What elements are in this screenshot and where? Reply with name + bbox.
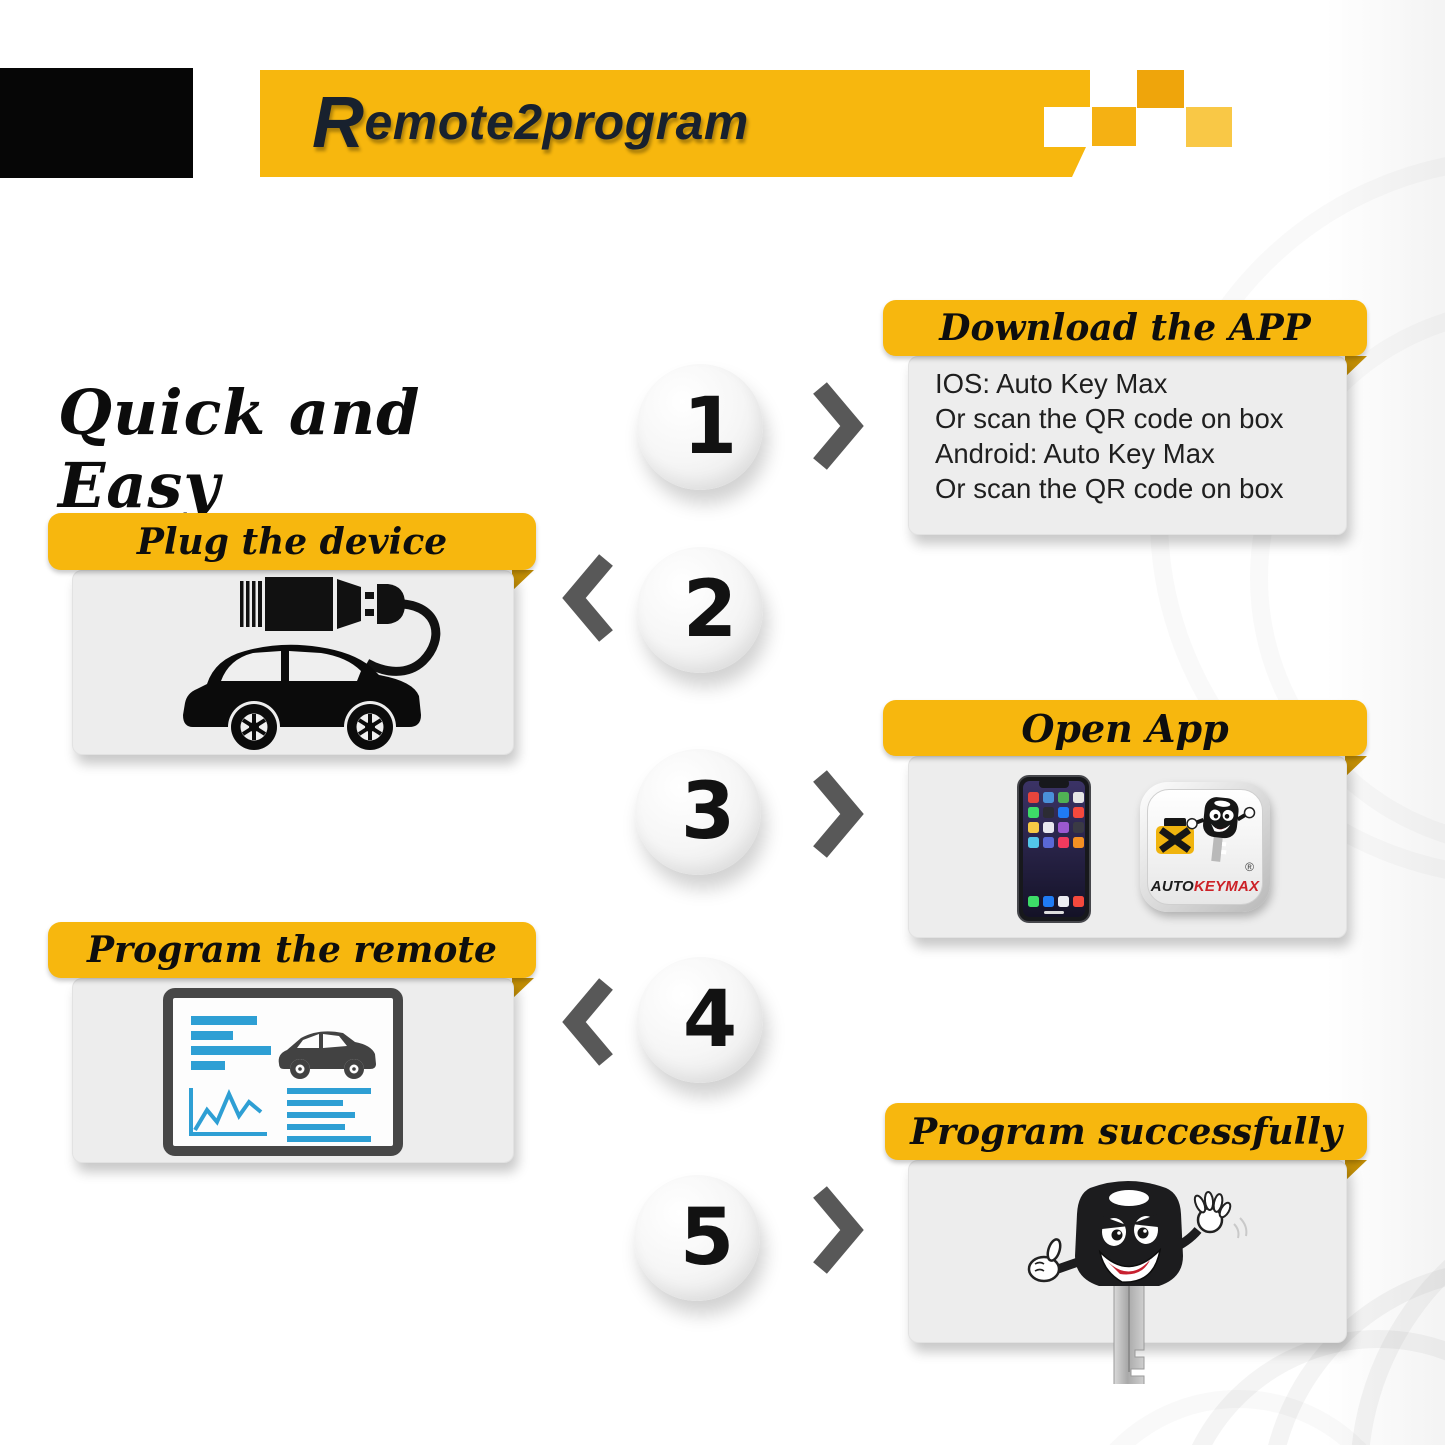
download-app-panel bbox=[908, 356, 1347, 535]
step-number: 1 bbox=[682, 382, 738, 472]
step-number: 2 bbox=[682, 565, 738, 655]
logo-text: emote2program bbox=[364, 94, 749, 150]
decor-square bbox=[1092, 107, 1136, 146]
instruction-line: Or scan the QR code on box bbox=[935, 473, 1284, 504]
text-lines bbox=[287, 1088, 371, 1142]
brand-auto: AUTO bbox=[1150, 878, 1194, 895]
header-black-bar bbox=[0, 68, 193, 178]
ribbon-fold bbox=[512, 978, 534, 999]
logo-initial: R bbox=[312, 83, 365, 163]
chevron-left-icon bbox=[562, 554, 613, 642]
program-success-ribbon: Program successfully bbox=[885, 1103, 1367, 1160]
chevron-left-icon bbox=[562, 978, 613, 1066]
diagnostic-screen-illustration bbox=[163, 988, 403, 1156]
decor-square bbox=[1186, 107, 1232, 147]
thumbs-up-glove bbox=[1027, 1238, 1062, 1283]
car-with-obd-plug-illustration bbox=[183, 577, 441, 750]
open-app-ribbon: Open App bbox=[883, 700, 1367, 756]
download-app-ribbon: Download the APP bbox=[883, 300, 1367, 356]
text-bars bbox=[191, 1016, 271, 1070]
chevron-right-icon bbox=[813, 1186, 864, 1274]
instruction-line: Android: Auto Key Max bbox=[935, 438, 1215, 469]
chevron-right-icon bbox=[813, 770, 864, 858]
app-grid bbox=[1028, 792, 1084, 848]
download-instructions: IOS: Auto Key Max Or scan the QR code on… bbox=[935, 366, 1335, 506]
ribbon-fold bbox=[512, 570, 534, 591]
dock bbox=[1028, 896, 1084, 907]
waving-glove bbox=[1193, 1191, 1248, 1239]
smartphone-illustration bbox=[1017, 775, 1091, 923]
program-remote-ribbon: Program the remote bbox=[48, 922, 536, 978]
step-number: 3 bbox=[680, 767, 736, 857]
chevron-right-icon bbox=[813, 382, 864, 470]
header-yellow-banner bbox=[260, 70, 1090, 177]
step-circle-3: 3 bbox=[635, 749, 761, 875]
brand-keymax: KEYMAX bbox=[1193, 878, 1260, 895]
app-icon-face: AUTOKEYMAX ® bbox=[1147, 789, 1263, 905]
line-chart bbox=[189, 1088, 267, 1136]
page-title: Quick and Easy bbox=[58, 376, 421, 522]
wheel bbox=[231, 704, 277, 750]
app-icon-brand: AUTOKEYMAX bbox=[1148, 878, 1262, 895]
step-number: 5 bbox=[679, 1193, 735, 1283]
plug-device-ribbon: Plug the device bbox=[48, 513, 536, 570]
app-icon-artwork bbox=[1156, 797, 1256, 862]
sedan-car bbox=[278, 1031, 376, 1079]
decor-square bbox=[1137, 70, 1184, 108]
autokeymax-app-icon: AUTOKEYMAX ® bbox=[1140, 782, 1270, 912]
brand-logo: Remote2program bbox=[312, 70, 749, 177]
instruction-line: Or scan the QR code on box bbox=[935, 403, 1284, 434]
happy-key-mascot-illustration bbox=[1027, 1181, 1248, 1384]
instruction-line: IOS: Auto Key Max bbox=[935, 368, 1168, 399]
step-circle-2: 2 bbox=[637, 547, 763, 673]
registered-mark: ® bbox=[1245, 860, 1254, 874]
step-circle-4: 4 bbox=[637, 957, 763, 1083]
wheel bbox=[347, 704, 393, 750]
step-circle-5: 5 bbox=[634, 1175, 760, 1301]
open-app-panel bbox=[908, 756, 1347, 938]
step-number: 4 bbox=[682, 975, 738, 1065]
step-circle-1: 1 bbox=[637, 364, 763, 490]
